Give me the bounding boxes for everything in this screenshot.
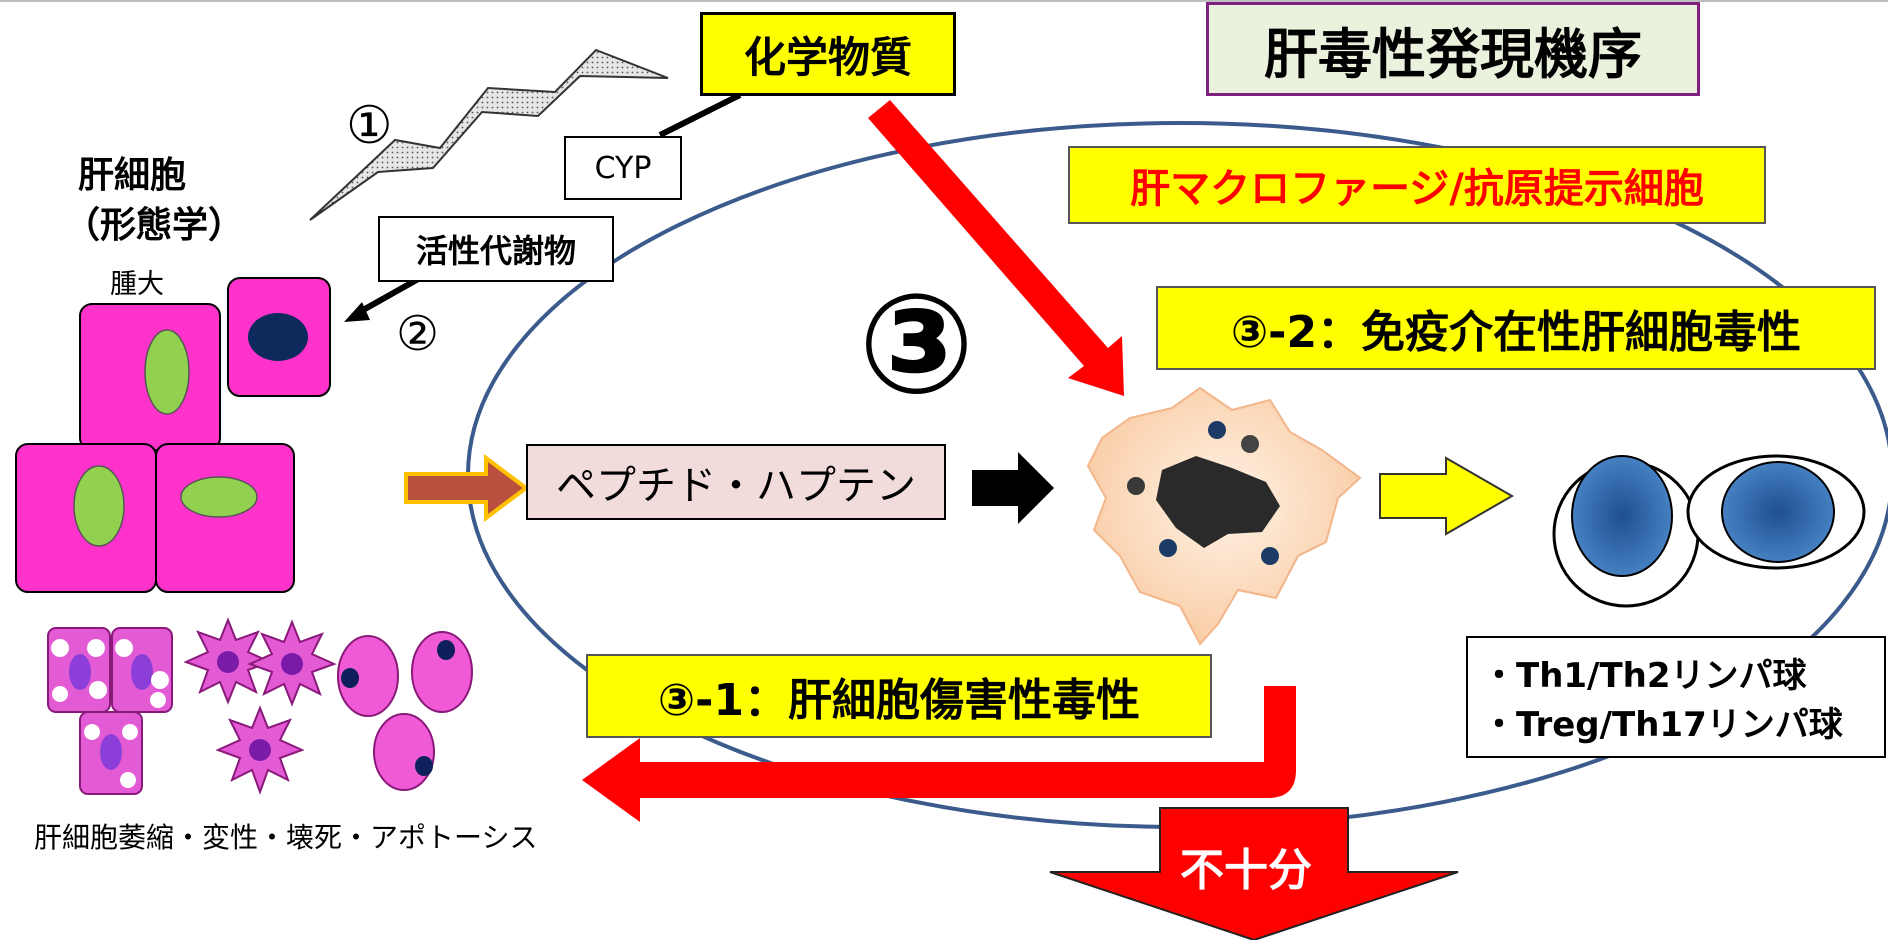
metabolite-arrow (351, 275, 422, 317)
chemical-to-cyp-line (658, 92, 742, 138)
yellow-activation-arrow (1379, 456, 1515, 536)
red-return-arrow (582, 686, 1296, 822)
brown-entry-arrow (404, 454, 530, 522)
macrophage-label: 肝マクロファージ/抗原提示細胞 (1068, 146, 1766, 224)
metabolite-label: 活性代謝物 (378, 216, 614, 282)
degenerating-cells (47, 627, 173, 795)
necrotic-cells (183, 617, 337, 795)
cyp-label: CYP (564, 136, 682, 200)
step2-marker: ② (396, 306, 440, 362)
hepatocyte-group (15, 277, 331, 593)
cell-death-caption: 肝細胞萎縮・変性・壊死・アポトーシス (34, 821, 538, 854)
peptide-hapten-label: ペプチド・ハプテン (526, 444, 946, 520)
macrophage-cell (1086, 386, 1362, 646)
step3-marker: ③ (858, 264, 975, 425)
lightning-bolt-icon (309, 48, 669, 221)
lymphocyte-line-1: ・Th1/Th2リンパ球 (1482, 656, 1807, 696)
lymphocyte-cells (1552, 454, 1866, 608)
immune-toxicity-label: ③-2：免疫介在性肝細胞毒性 (1156, 286, 1876, 370)
lymphocyte-line-2: ・Treg/Th17リンパ球 (1482, 705, 1843, 745)
metabolite-arrow-head (344, 302, 370, 322)
title-box: 肝毒性発現機序 (1206, 2, 1700, 96)
hepatocyte-title-line2: （形態学） (64, 205, 245, 246)
insufficient-label: 不十分 (1180, 845, 1312, 896)
red-diagonal-arrow (868, 100, 1124, 396)
hepatocyte-title-line1: 肝細胞 (78, 155, 187, 196)
insufficient-down-arrow (1049, 807, 1459, 940)
step1-marker: ① (346, 96, 393, 156)
lymphocyte-types-box: ・Th1/Th2リンパ球 ・Treg/Th17リンパ球 (1466, 636, 1886, 758)
page-title: 肝毒性発現機序 (1264, 22, 1642, 86)
black-peptide-arrow (972, 452, 1054, 524)
apoptotic-cells (337, 631, 473, 791)
swelling-label: 腫大 (110, 269, 164, 300)
chemical-label: 化学物質 (700, 12, 956, 96)
cytotoxic-toxicity-label: ③-1：肝細胞傷害性毒性 (586, 654, 1212, 738)
